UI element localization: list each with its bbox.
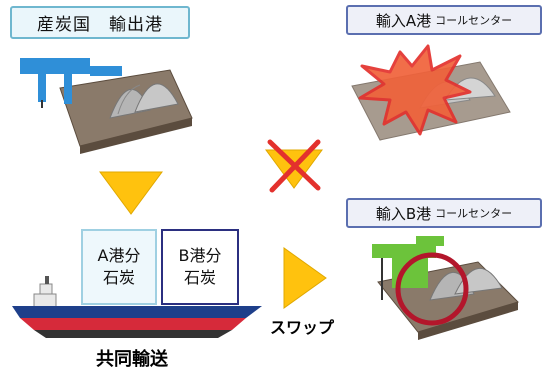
import-a-port-label: 輸入A港コールセンター <box>346 5 542 35</box>
explosion-icon <box>358 44 472 136</box>
blocked-route-icon <box>265 139 323 193</box>
cargo-b-box: B港分 石炭 <box>161 229 239 305</box>
import-b-port-illustration <box>372 236 519 340</box>
down-arrow-icon <box>99 171 163 215</box>
import-b-port-sublabel: コールセンター <box>435 207 513 220</box>
cargo-a-line2: 石炭 <box>102 268 135 287</box>
swap-caption: スワップ <box>270 318 335 337</box>
crane-icon <box>372 244 436 258</box>
export-port-label: 産炭国 輸出港 <box>10 6 190 39</box>
cargo-b-line1: B港分 <box>178 246 222 265</box>
import-b-port-label: 輸入B港コールセンター <box>346 198 542 228</box>
export-port-label-text: 産炭国 輸出港 <box>37 15 163 35</box>
joint-transport-caption: 共同輸送 <box>96 349 168 370</box>
crane-icon <box>20 58 90 74</box>
import-a-port-sublabel: コールセンター <box>435 14 513 27</box>
right-arrow-icon <box>283 247 327 309</box>
cargo-a-line1: A港分 <box>97 246 141 265</box>
export-port-illustration <box>20 58 193 154</box>
highlight-circle-icon <box>395 252 469 326</box>
import-a-port-illustration <box>351 44 511 141</box>
import-b-port-label-text: 輸入B港 <box>375 204 432 223</box>
ship-illustration <box>12 276 262 338</box>
cargo-b-line2: 石炭 <box>183 268 216 287</box>
import-a-port-label-text: 輸入A港 <box>375 11 432 30</box>
cargo-a-box: A港分 石炭 <box>81 229 157 305</box>
